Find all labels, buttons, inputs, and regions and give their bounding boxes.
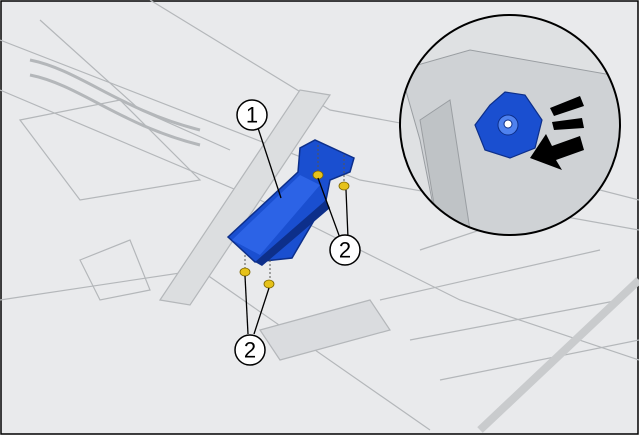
callout-label: 2	[244, 338, 256, 363]
leader-lines	[244, 127, 349, 335]
fastener-clip	[338, 181, 350, 191]
callout-label: 1	[246, 103, 258, 128]
highlighted-part-1-bracket	[226, 139, 355, 266]
push-direction-arrow-icon	[530, 96, 584, 170]
fastener-clip	[263, 279, 275, 289]
fastener-clip	[312, 170, 324, 180]
callout-2-lower: 2	[234, 334, 266, 366]
callout-label: 2	[339, 238, 351, 263]
callout-1: 1	[236, 99, 268, 131]
callout-2-upper: 2	[329, 234, 361, 266]
fasteners	[244, 145, 345, 282]
fastener-clip	[239, 267, 251, 277]
